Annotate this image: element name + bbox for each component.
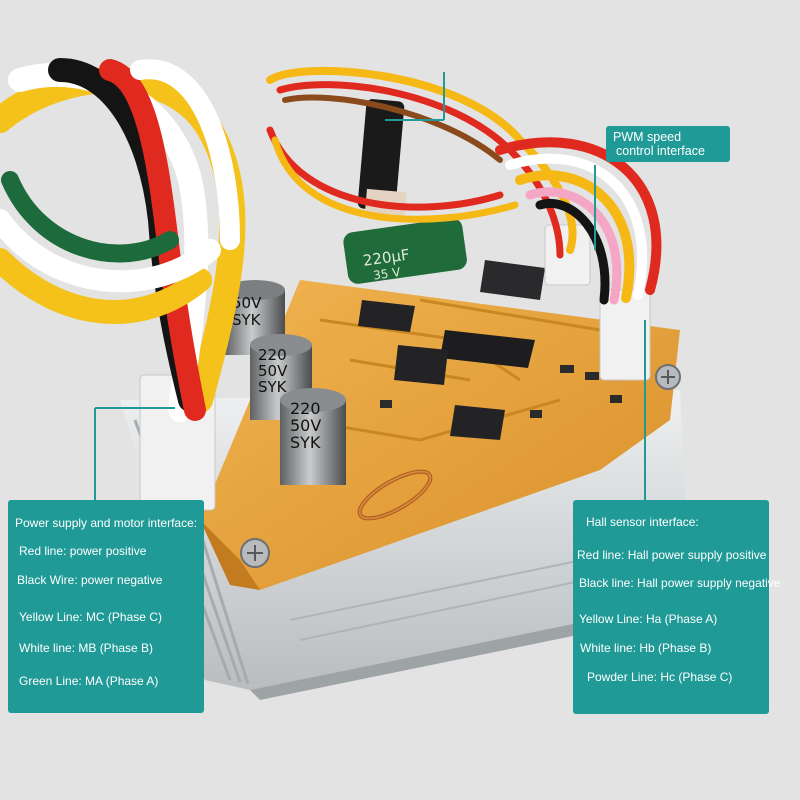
hall-callout-red: Red line: Hall power supply positive bbox=[577, 548, 767, 562]
power-callout-title: Power supply and motor interface: bbox=[15, 516, 198, 530]
pwm-callout-line2: control interface bbox=[616, 144, 705, 158]
cap-label-3c: SYK bbox=[290, 433, 321, 452]
hall-pwm-wires bbox=[266, 66, 662, 305]
power-callout-red: Red line: power positive bbox=[19, 544, 147, 558]
hall-callout-powder: Powder Line: Hc (Phase C) bbox=[587, 670, 733, 684]
cap-label-3b: 50V bbox=[290, 416, 321, 435]
motor-power-wires bbox=[0, 58, 246, 422]
power-callout-green: Green Line: MA (Phase A) bbox=[19, 674, 159, 688]
hall-callout-white: White line: Hb (Phase B) bbox=[580, 641, 712, 655]
green-cap-volt: 35 V bbox=[372, 265, 402, 283]
power-motor-callout: Power supply and motor interface: Red li… bbox=[8, 500, 204, 713]
cap-label-1b: SYK bbox=[232, 311, 262, 329]
hall-callout-black: Black line: Hall power supply negative bbox=[579, 576, 781, 590]
cap-label-2c: SYK bbox=[258, 378, 288, 396]
cap-label-3a: 220 bbox=[290, 399, 321, 418]
green-capacitor bbox=[343, 218, 467, 284]
ic-chip bbox=[394, 345, 448, 385]
pwm-callout-line1: PWM speed bbox=[613, 130, 682, 144]
callout-leaders bbox=[94, 72, 646, 500]
cap-label-1: 50V bbox=[232, 294, 262, 312]
power-callout-yellow: Yellow Line: MC (Phase C) bbox=[19, 610, 162, 624]
hall-callout-yellow: Yellow Line: Ha (Phase A) bbox=[579, 612, 718, 626]
capacitors: 50V SYK 220 50V SYK 220 50V SYK 220µF 35… bbox=[225, 218, 467, 485]
cap-label-2a: 220 bbox=[258, 346, 287, 364]
ic-chip bbox=[358, 300, 415, 332]
pwm-connector bbox=[544, 224, 591, 286]
power-callout-white: White line: MB (Phase B) bbox=[19, 641, 154, 655]
hall-sensor-callout: Hall sensor interface: Red line: Hall po… bbox=[573, 500, 780, 714]
pwm-callout: PWM speed control interface bbox=[606, 126, 730, 162]
cap-label-2b: 50V bbox=[258, 362, 288, 380]
hall-connector bbox=[599, 289, 651, 381]
ic-chip bbox=[450, 405, 505, 440]
hall-callout-title: Hall sensor interface: bbox=[586, 515, 699, 529]
ic-chip bbox=[440, 330, 535, 368]
power-callout-black: Black Wire: power negative bbox=[17, 573, 163, 587]
pcb-board bbox=[200, 260, 681, 590]
ic-chip bbox=[480, 260, 545, 300]
